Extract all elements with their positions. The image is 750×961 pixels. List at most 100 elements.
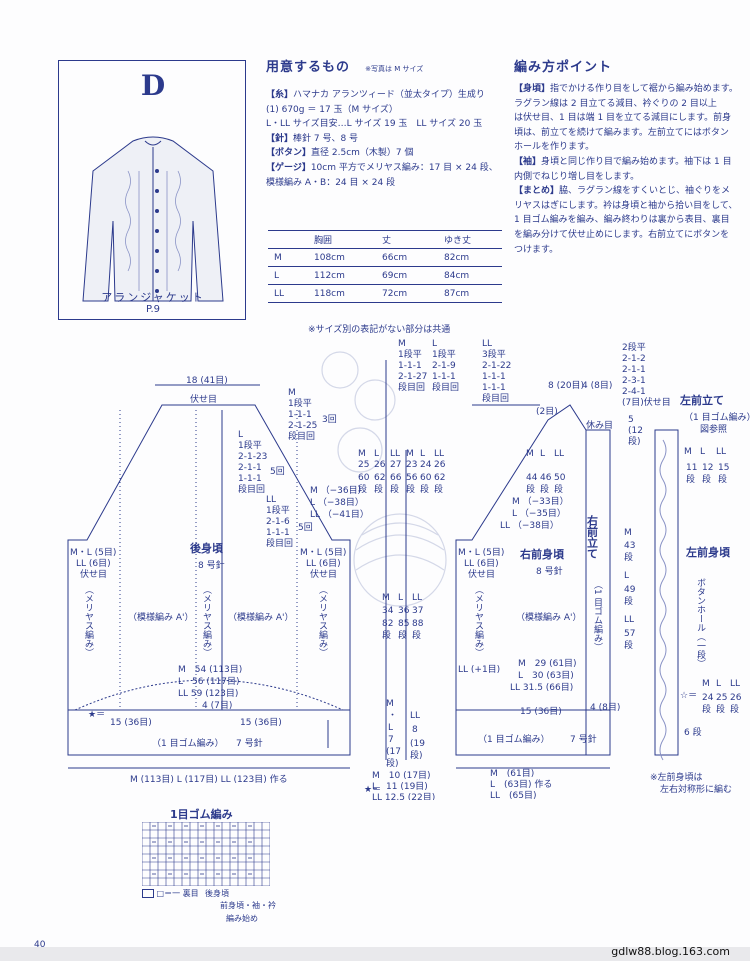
back-stitches-l: L 56 (117目): [178, 676, 240, 687]
svg-text:伏せ目: 伏せ目: [468, 568, 495, 580]
raglan-rows-m: M （−36目）: [310, 485, 367, 496]
star-legend: ★＝: [364, 785, 381, 795]
svg-text:L: L: [238, 430, 243, 440]
product-page-ref: P.9: [145, 304, 160, 315]
svg-text:段): 段): [410, 749, 423, 761]
svg-text:1-1-1: 1-1-1: [432, 372, 456, 382]
back-body-title: 後身頃: [190, 541, 224, 555]
raglan-rows-l: L （−38目）: [310, 497, 364, 508]
left-band-outline: [654, 429, 679, 756]
svg-text:62: 62: [434, 473, 445, 483]
svg-text:5回: 5回: [298, 522, 313, 533]
svg-text:2-1-6: 2-1-6: [266, 517, 290, 527]
right-band-title: 右前立て: [586, 514, 600, 559]
left-band-bottom: 6 段: [684, 726, 702, 738]
product-letter: D: [140, 69, 166, 102]
underarm-right: M・L (5目): [300, 547, 346, 558]
svg-text:2-3-1: 2-3-1: [622, 376, 646, 386]
svg-text:24: 24: [420, 460, 432, 470]
svg-text:LL (6目): LL (6目): [306, 558, 341, 569]
svg-text:伏せ目: 伏せ目: [310, 568, 337, 580]
materials-note: ※写真は M サイズ: [365, 65, 424, 73]
svg-text:36: 36: [398, 606, 410, 616]
svg-text:56: 56: [406, 473, 418, 483]
back-body-outline: [67, 404, 351, 756]
svg-text:34: 34: [382, 606, 394, 616]
back-pattern-right: （模様編み A'）: [228, 611, 294, 623]
back-rib-needle: 7 号針: [236, 737, 263, 749]
right-front-stockinette: （メリヤス編み）: [473, 585, 484, 657]
svg-text:段: 段: [390, 483, 399, 495]
legend-text: □＝一 裏目: [156, 889, 199, 898]
rib-chart-grid: [142, 822, 270, 886]
right-front-cast-ll: LL (65目): [490, 790, 537, 800]
rib-chart-legend: □＝一 裏目: [142, 888, 199, 899]
svg-text:25: 25: [716, 693, 727, 703]
right-front-raglan-ll: LL （−38目）: [500, 520, 559, 531]
neck-hold: 休み目: [586, 419, 613, 431]
svg-text:M: M: [684, 447, 692, 457]
svg-text:段): 段): [386, 757, 399, 769]
svg-text:LL: LL: [554, 449, 564, 459]
right-front-side: 15 (36目): [520, 706, 562, 717]
rib-width-m: M 10 (17目): [372, 770, 431, 781]
svg-text:12: 12: [702, 463, 713, 473]
materials-line: 【ゲージ】10cm 平方でメリヤス編み：17 目 × 24 段、: [266, 162, 498, 173]
svg-text:段目回: 段目回: [288, 430, 315, 442]
materials-line: 【糸】ハマナカ アランツィード（並太タイプ）生成り: [266, 90, 485, 100]
knit-point-line: 内側でねじり増し目をします。: [514, 171, 640, 182]
svg-text:2-1-2: 2-1-2: [622, 354, 646, 364]
svg-text:段: 段: [716, 703, 725, 715]
left-front-note-1: ※左前身頃は: [650, 771, 703, 783]
svg-text:25: 25: [358, 460, 369, 470]
svg-text:M: M: [406, 449, 414, 459]
raglan-ll-decrease: LL 1段平 2-1-6 1-1-1 段目回 5回: [266, 495, 313, 549]
svg-text:2-4-1: 2-4-1: [622, 387, 646, 397]
svg-text:50: 50: [554, 473, 566, 483]
svg-text:段: 段: [358, 483, 367, 495]
left-band-sub: （1 目ゴム編み）: [684, 411, 750, 423]
svg-text:2段平: 2段平: [622, 341, 646, 353]
knit-point-line: 頃は、前立てを続けて編みます。左前立てにはボタン: [514, 127, 729, 138]
svg-text:M: M: [398, 339, 406, 349]
svg-text:段: 段: [382, 629, 391, 641]
svg-text:段: 段: [540, 483, 549, 495]
knit-points-title: 編み方ポイント: [514, 60, 613, 75]
svg-text:L: L: [420, 449, 425, 459]
svg-text:46: 46: [540, 473, 552, 483]
svg-text:LL: LL: [624, 615, 634, 625]
svg-text:段: 段: [702, 703, 711, 715]
materials-line: (1) 670g ＝ 17 玉（M サイズ）: [266, 104, 398, 115]
raglan-rows-ll: LL （−41目）: [310, 509, 369, 520]
right-front-pattern: （模様編み A'）: [516, 611, 582, 623]
svg-text:段: 段: [398, 629, 407, 641]
svg-text:段: 段: [702, 473, 711, 485]
raglan-m-decrease: M 1段平 1-1-1 2-1-25 段目回 3回: [288, 388, 337, 442]
back-top-width: 18 (41目): [186, 375, 228, 386]
svg-text:7: 7: [388, 735, 394, 745]
svg-text:62: 62: [374, 473, 385, 483]
svg-text:L: L: [716, 679, 721, 689]
back-pattern-left: （模様編み A'）: [128, 611, 194, 623]
svg-text:段: 段: [624, 551, 633, 563]
svg-text:43: 43: [624, 541, 635, 551]
right-front-title: 右前身頃: [519, 547, 565, 561]
svg-text:60: 60: [420, 473, 432, 483]
knit-point-line: は伏せ目、1 目は端 1 目を立てる減目にします。前身: [514, 113, 732, 124]
neck-top-4: 4 (8目): [582, 380, 612, 391]
materials-line: 【ボタン】直径 2.5cm（木製）7 個: [266, 148, 414, 159]
svg-text:段目回: 段目回: [266, 537, 293, 549]
svg-text:M: M: [526, 449, 534, 459]
svg-text:(19: (19: [410, 739, 425, 749]
svg-text:2-1-9: 2-1-9: [432, 361, 456, 371]
rib-width-l: L 11 (19目): [372, 781, 428, 792]
left-band-star: ☆＝: [680, 691, 697, 701]
materials-line: L・LL サイズ目安…L サイズ 19 玉 LL サイズ 20 玉: [266, 119, 483, 130]
neck-top-8: 8 (20目): [548, 380, 584, 391]
rib-chart-title: 1目ゴム編み: [170, 808, 233, 821]
svg-text:2-1-27: 2-1-27: [398, 372, 427, 382]
